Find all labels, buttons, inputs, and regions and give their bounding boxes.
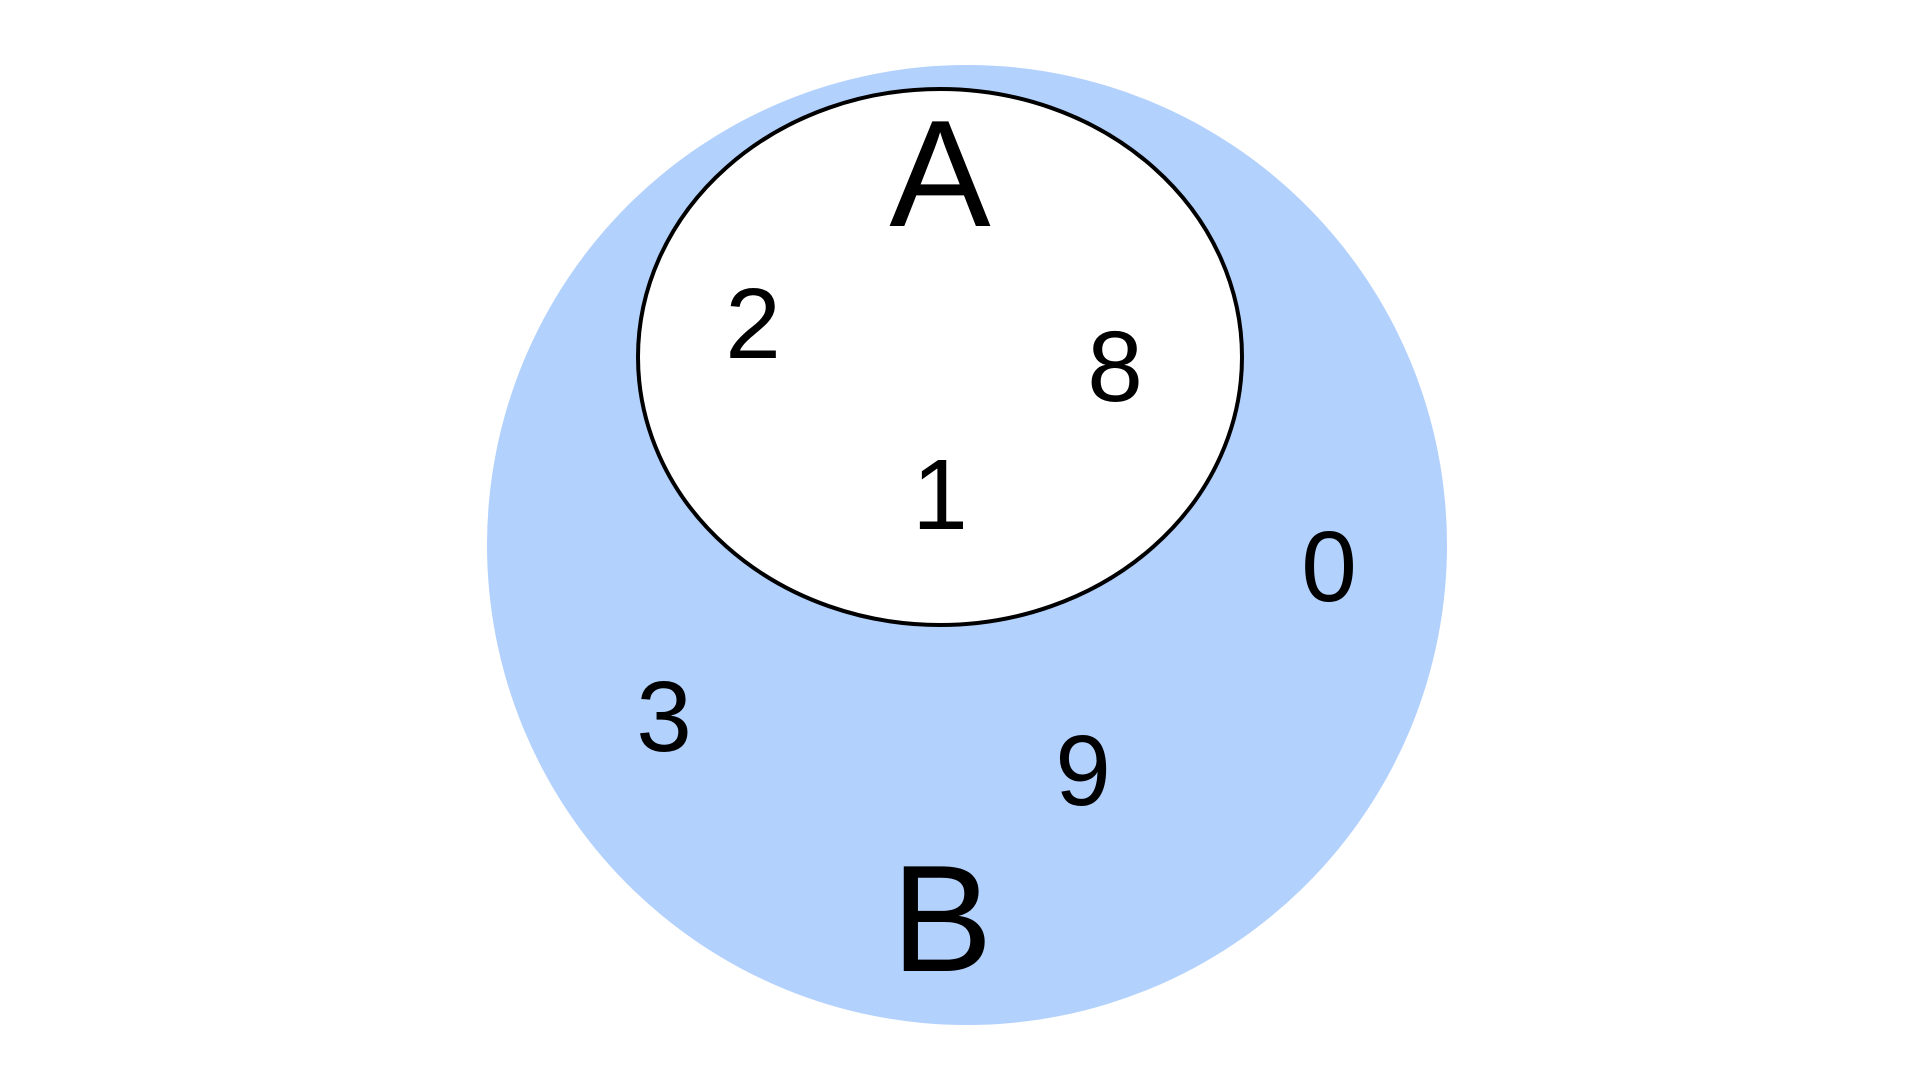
set-b-element: 0 xyxy=(1301,511,1357,623)
set-b-element: 3 xyxy=(636,661,692,773)
set-a-element: 8 xyxy=(1087,311,1143,423)
set-a-element: 2 xyxy=(725,268,781,380)
set-a-label: A xyxy=(889,89,991,259)
set-a-element: 1 xyxy=(912,439,968,551)
set-a-region xyxy=(636,87,1244,627)
set-b-element: 9 xyxy=(1055,715,1111,827)
set-b-label: B xyxy=(891,834,992,1004)
